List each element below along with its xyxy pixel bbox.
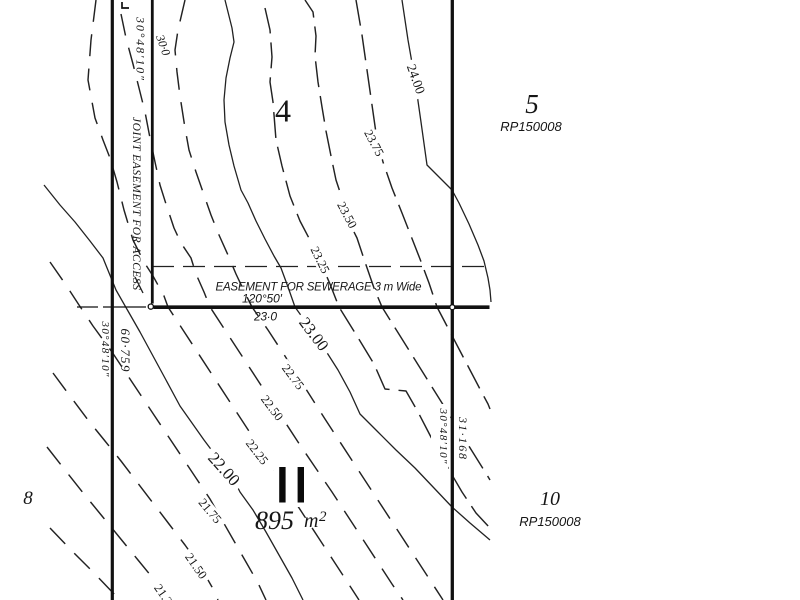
svg-text:8: 8 (23, 488, 33, 509)
svg-text:30°48′10″: 30°48′10″ (99, 321, 111, 377)
svg-text:RP150008: RP150008 (500, 119, 562, 134)
svg-text:RP150008: RP150008 (519, 514, 581, 529)
svg-text:EASEMENT FOR SEWERAGE 3 m Wide: EASEMENT FOR SEWERAGE 3 m Wide (216, 282, 422, 294)
svg-text:m: m (304, 510, 318, 532)
svg-text:4: 4 (275, 93, 291, 129)
svg-text:120°50′: 120°50′ (242, 292, 283, 306)
svg-text:30°48′10″: 30°48′10″ (134, 16, 148, 81)
svg-text:10: 10 (540, 488, 560, 510)
svg-text:60·759: 60·759 (118, 329, 133, 373)
svg-text:5: 5 (525, 89, 539, 119)
svg-text:JOINT EASEMENT FOR ACCESS: JOINT EASEMENT FOR ACCESS (130, 117, 142, 290)
svg-text:23·0: 23·0 (253, 310, 277, 324)
svg-text:895: 895 (255, 506, 294, 535)
svg-text:2: 2 (319, 509, 327, 525)
svg-text:30°48′10″: 30°48′10″ (437, 408, 449, 464)
svg-text:31·168: 31·168 (456, 416, 470, 459)
